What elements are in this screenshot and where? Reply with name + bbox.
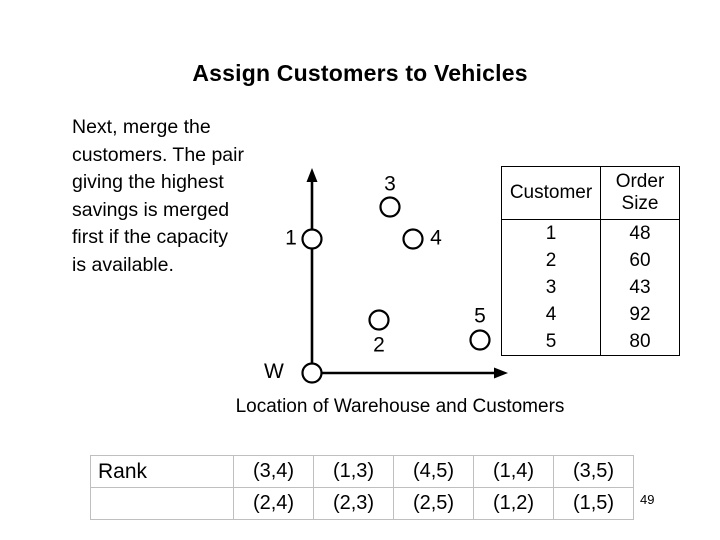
cell-order-size: 92 [629, 303, 651, 325]
table-row: (2,4) (2,3) (2,5) (1,2) (1,5) [90, 487, 634, 520]
location-diagram: 1 2 3 4 5 W [250, 160, 520, 415]
header-order-line2: Size [621, 193, 659, 214]
rank-cell: (1,2) [473, 487, 554, 520]
rank-cell: (2,4) [233, 487, 314, 520]
cell-customer: 5 [501, 328, 601, 356]
rank-label-cell: Rank [90, 455, 234, 488]
node-customer-2 [368, 309, 390, 331]
warehouse-label: W [264, 360, 284, 383]
node-customer-3 [379, 196, 401, 218]
y-axis [306, 168, 318, 373]
node-label-3: 3 [384, 173, 396, 196]
rank-cell: (2,3) [313, 487, 394, 520]
page-title: Assign Customers to Vehicles [192, 60, 528, 86]
x-axis [312, 367, 508, 379]
table-row: 4 92 [501, 301, 680, 328]
cell-customer: 3 [501, 274, 601, 301]
rank-cell: (3,5) [553, 455, 634, 488]
header-order-size: Order Size [600, 166, 680, 220]
rank-cell: (1,4) [473, 455, 554, 488]
diagram-caption: Location of Warehouse and Customers [235, 396, 565, 417]
cell-customer: 2 [501, 247, 601, 274]
rank-table: Rank (3,4) (1,3) (4,5) (1,4) (3,5) (2,4)… [90, 455, 634, 520]
table-row: Rank (3,4) (1,3) (4,5) (1,4) (3,5) [90, 455, 634, 488]
rank-cell: (2,5) [393, 487, 474, 520]
cell-customer: 4 [501, 301, 601, 328]
cell-order-size: 43 [629, 276, 651, 298]
page-number: 49 [640, 492, 655, 507]
customer-node-layer: 1 2 3 4 5 [285, 173, 491, 357]
cell-order-size: 48 [600, 219, 680, 247]
rank-cell: (1,3) [313, 455, 394, 488]
node-label-1: 1 [285, 227, 297, 250]
node-label-5: 5 [474, 305, 486, 328]
node-label-4: 4 [430, 227, 442, 250]
rank-empty-cell [90, 487, 234, 520]
cell-customer: 1 [501, 219, 601, 247]
node-customer-5 [469, 329, 491, 351]
table-row: 5 80 [501, 328, 680, 356]
cell-order-size: 60 [629, 249, 651, 271]
node-label-2: 2 [373, 334, 385, 357]
rank-cell: (4,5) [393, 455, 474, 488]
rank-cell: (3,4) [233, 455, 314, 488]
cell-order-size: 80 [629, 330, 651, 352]
node-customer-4 [402, 228, 424, 250]
body-paragraph: Next, merge the customers. The pair givi… [72, 116, 244, 276]
table-header-row: Customer Order Size [501, 166, 680, 220]
header-order-line1: Order [615, 171, 665, 192]
rank-cell: (1,5) [553, 487, 634, 520]
header-customer: Customer [501, 166, 601, 220]
node-customer-1 [301, 228, 323, 250]
table-row: 3 43 [501, 274, 680, 301]
table-row: 2 60 [501, 247, 680, 274]
node-warehouse [301, 362, 323, 384]
